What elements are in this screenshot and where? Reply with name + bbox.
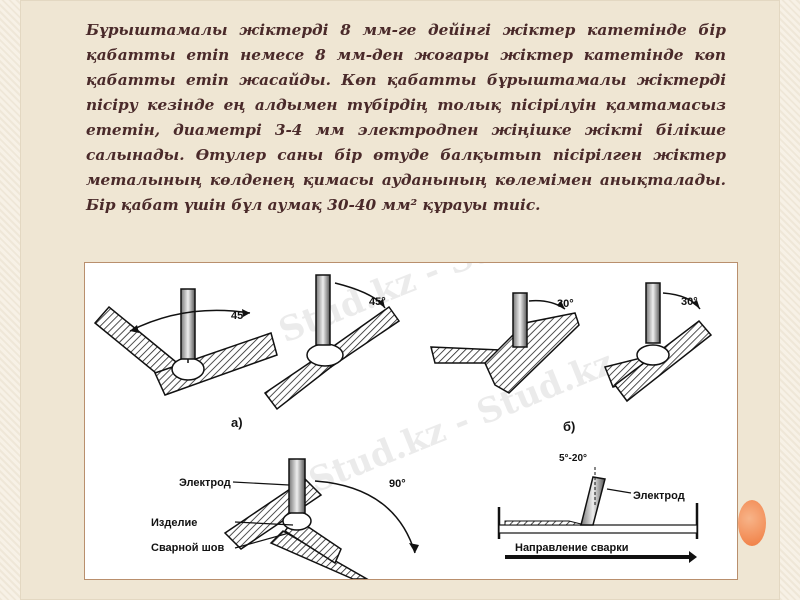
angle-label-30-a: 30° [557, 298, 574, 310]
angle-label-5-20: 5°-20° [559, 453, 587, 464]
welding-direction-label: Направление сварки [515, 542, 629, 554]
joint-b1 [430, 292, 580, 394]
welding-diagram: Stud.kz - Stud.kz Stud.kz - Stud.kz 45° … [93, 263, 713, 579]
joint-a1 [93, 288, 278, 396]
weld-seam-label: Сварной шов [151, 542, 224, 554]
slide-paragraph: Бұрыштамалы жіктерді 8 мм-ге дейінгі жік… [86, 21, 726, 214]
angle-label-90: 90° [389, 478, 406, 490]
orange-decorative-circle [738, 500, 766, 546]
fillet-weld-90 [223, 458, 419, 579]
joint-b2 [603, 282, 713, 403]
joint-a2 [263, 274, 401, 411]
left-decorative-strip [0, 0, 20, 600]
angle-label-45-a: 45° [231, 310, 248, 322]
workpiece-label: Изделие [151, 517, 197, 529]
welding-direction-diagram [497, 467, 699, 563]
figure-label-b: б) [563, 419, 575, 434]
angle-label-45-b: 45° [369, 296, 386, 308]
right-decorative-strip [780, 0, 800, 600]
electrode-label-left: Электрод [179, 477, 231, 489]
figure-label-a: а) [231, 415, 243, 430]
electrode-label-right: Электрод [633, 490, 685, 502]
angle-label-30-b: 30° [681, 296, 698, 308]
welding-figure: Stud.kz - Stud.kz Stud.kz - Stud.kz 45° … [84, 262, 738, 580]
